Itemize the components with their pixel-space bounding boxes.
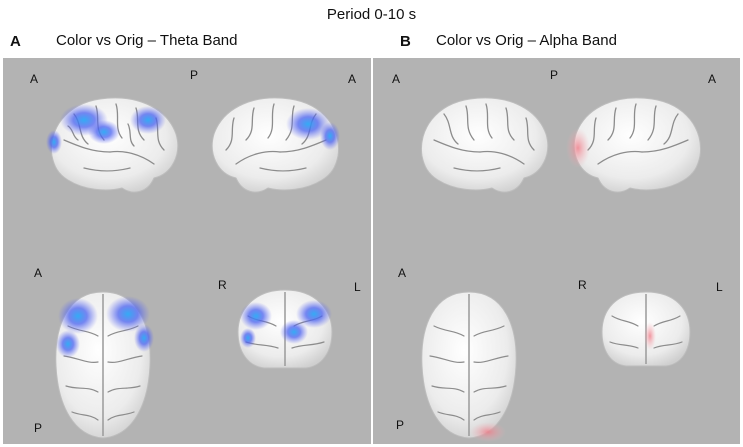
panel-b-label-posterior-bottom: P	[396, 418, 405, 432]
panel-a-label-anterior-right: A	[348, 72, 357, 86]
panel-b-letter: B	[400, 33, 411, 50]
panel-b-label-anterior-left: A	[392, 72, 401, 86]
panel-b-title: Color vs Orig – Alpha Band	[436, 32, 617, 49]
panel-b-frontal-view-brain	[601, 291, 691, 367]
panel-b-label-left: L	[716, 280, 723, 294]
panel-b-lateral-right-brain	[566, 97, 702, 193]
panel-b-label-right: R	[578, 278, 587, 292]
panel-a-lateral-left-brain	[46, 97, 179, 193]
panel-a-label-posterior-bottom: P	[34, 421, 43, 435]
panel-a-label-left: L	[354, 280, 361, 294]
panel-a-label-anterior-left: A	[30, 72, 39, 86]
panel-b-top-view-brain	[421, 291, 517, 442]
panel-a-top-view-brain	[55, 291, 154, 439]
panel-b-label-posterior: P	[550, 68, 559, 82]
panel-b-label-anterior-top: A	[398, 266, 407, 280]
figure-title: Period 0-10 s	[326, 6, 417, 23]
panel-a-label-posterior: P	[190, 68, 199, 82]
panel-a-label-right: R	[218, 278, 227, 292]
panel-a-letter: A	[10, 33, 21, 50]
panel-a-lateral-right-brain	[211, 97, 340, 193]
panel-a-title: Color vs Orig – Theta Band	[56, 32, 238, 49]
panel-a-label-anterior-top: A	[34, 266, 43, 280]
panel-b-label-anterior-right: A	[708, 72, 717, 86]
panel-a-frontal-view-brain	[237, 289, 333, 369]
panel-b-lateral-left-brain	[420, 97, 549, 193]
